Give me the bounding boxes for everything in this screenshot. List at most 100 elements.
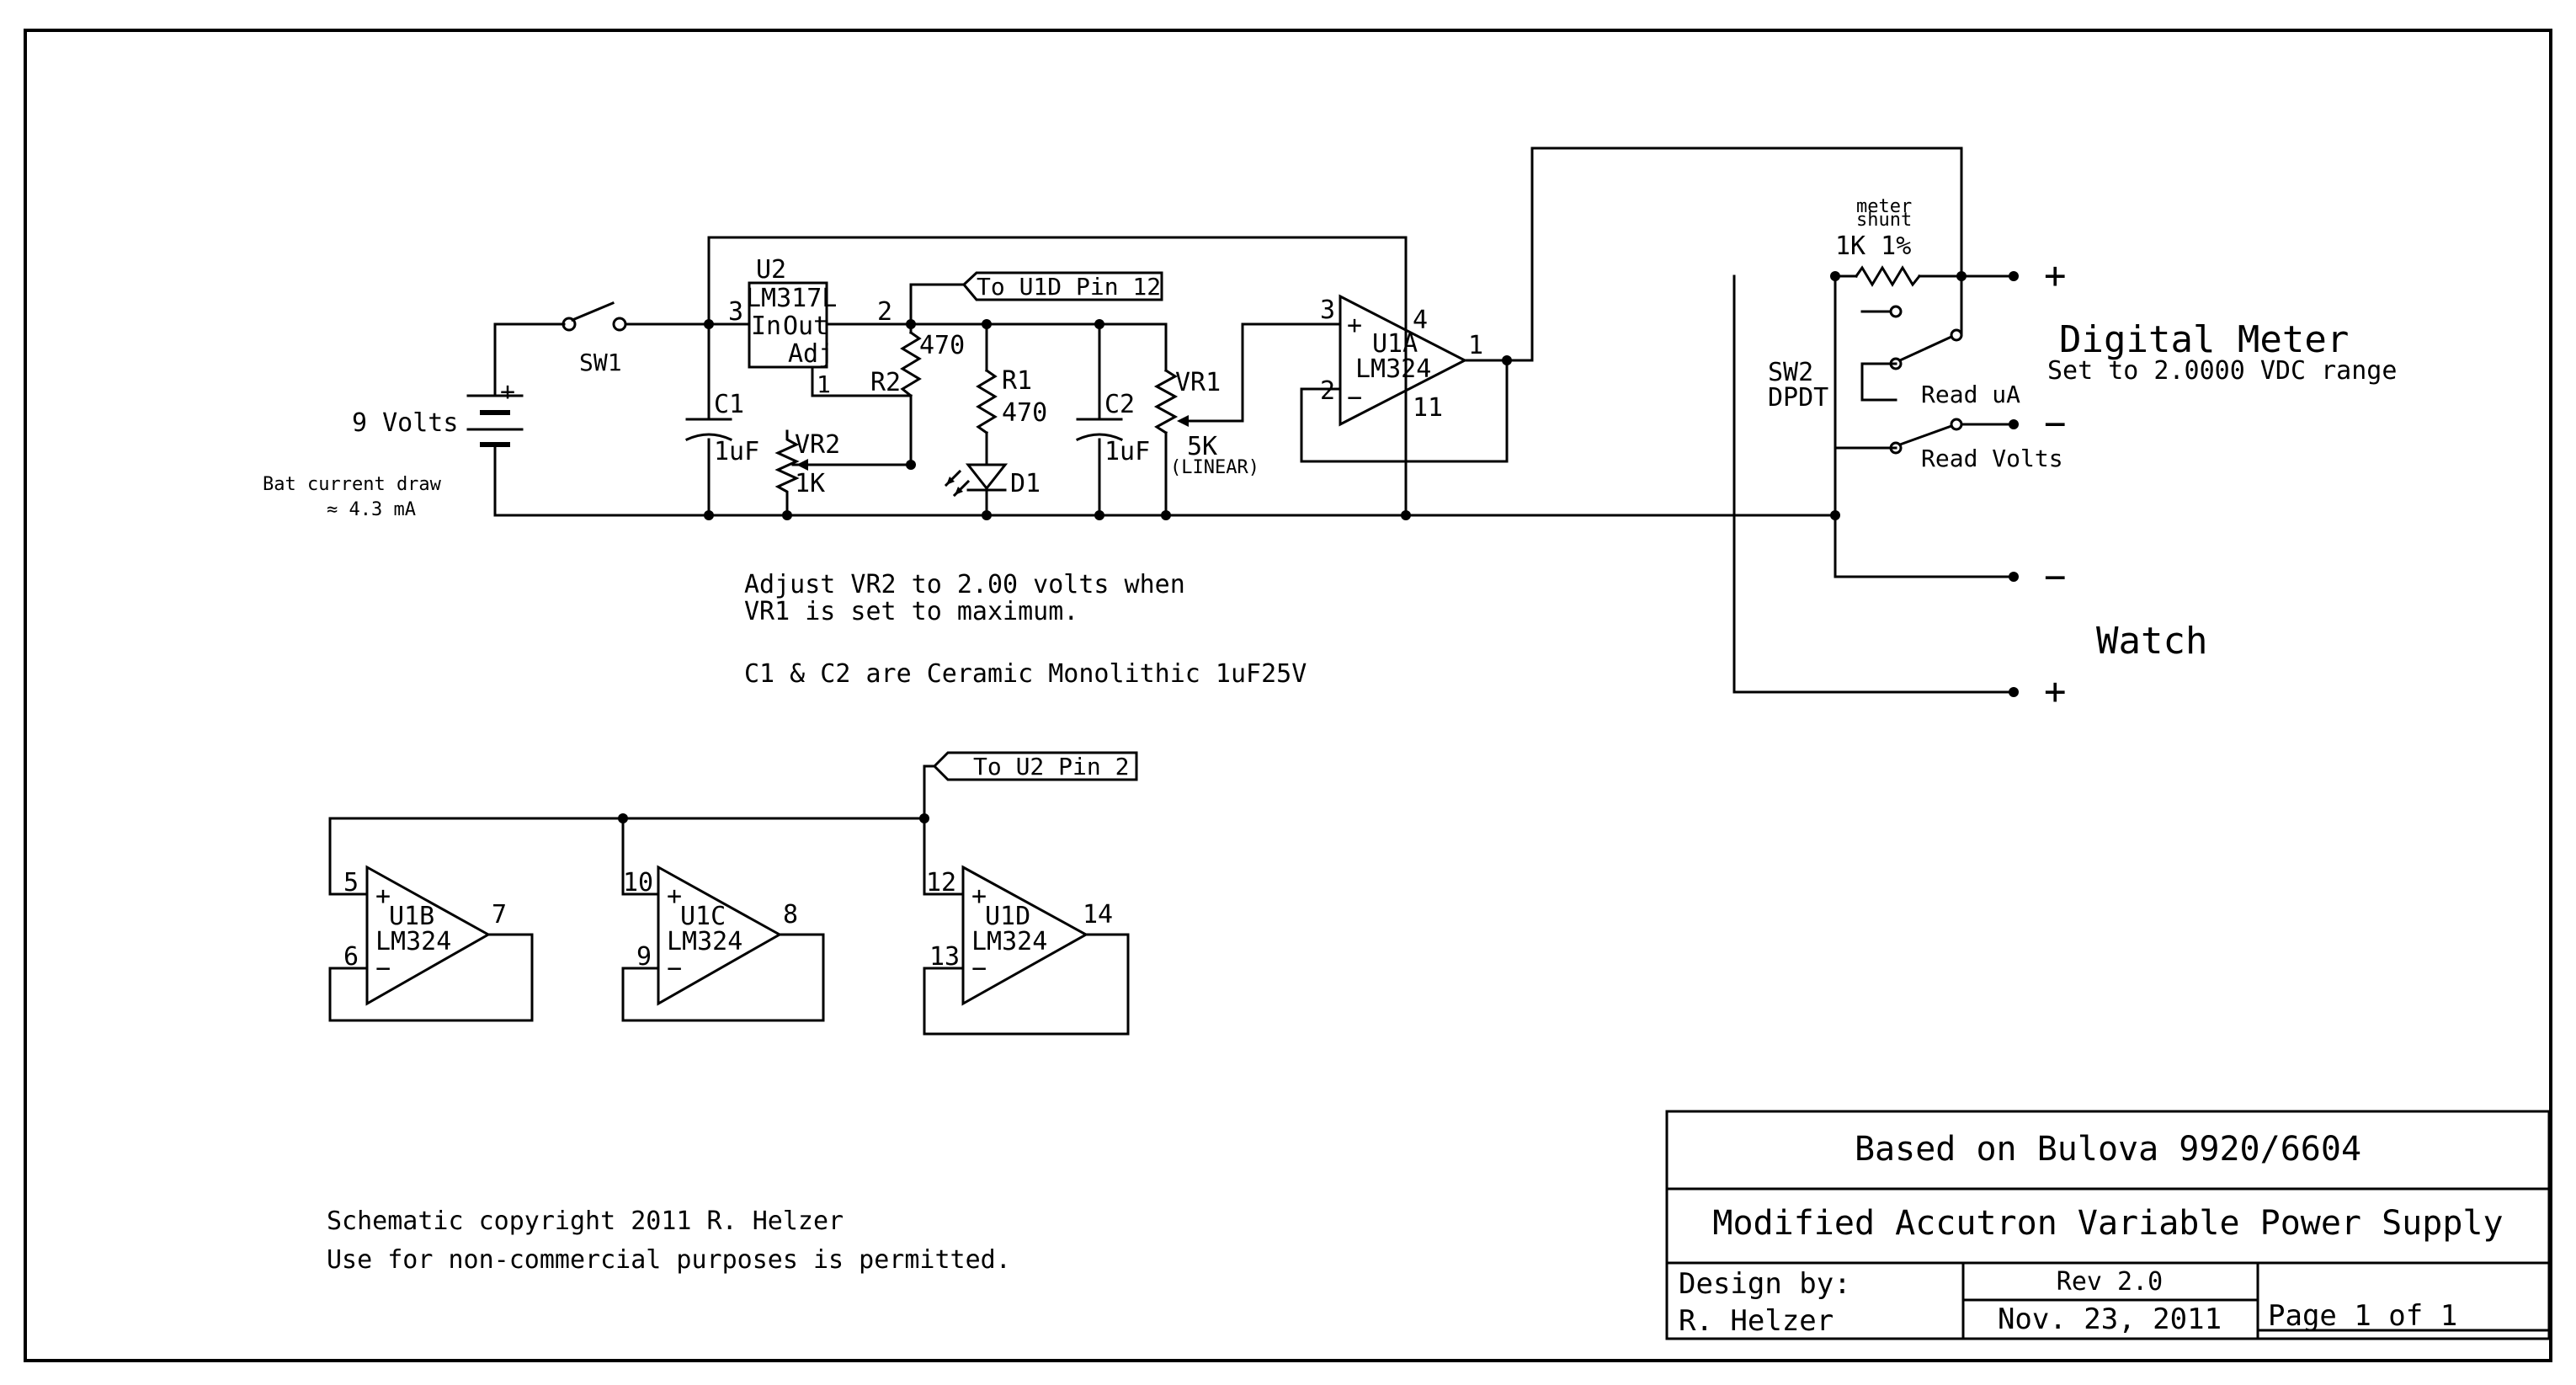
junction-opamps-1 xyxy=(618,813,628,823)
shunt-value: 1K 1% xyxy=(1835,232,1911,261)
u2-pin-out: 2 xyxy=(877,297,892,327)
u1c-opamp xyxy=(657,865,783,1006)
battery-voltage-label: 9 Volts xyxy=(352,408,458,438)
meter-title: Digital Meter xyxy=(2059,318,2349,361)
u1a-name: U1A xyxy=(1372,329,1418,359)
c2-name: C2 xyxy=(1104,390,1135,419)
u1c-part: LM324 xyxy=(667,927,742,956)
u1d-minus-sign: − xyxy=(971,954,987,983)
shunt-label-2: shunt xyxy=(1856,210,1912,231)
u1b-pin-plus: 5 xyxy=(343,868,359,898)
vr2-name: VR2 xyxy=(795,430,840,460)
vr1-value: 5K xyxy=(1187,432,1217,461)
meter-minus: − xyxy=(2044,402,2067,445)
drawing-border xyxy=(24,29,2552,1362)
title-block-rev: Rev 2.0 xyxy=(2057,1267,2163,1297)
r2-value: 470 xyxy=(919,331,965,360)
u2-pin-in: 3 xyxy=(728,297,743,327)
title-block-based-on: Based on Bulova 9920/6604 xyxy=(1855,1130,2361,1169)
copyright-line-1: Schematic copyright 2011 R. Helzer xyxy=(327,1207,844,1236)
u1c-plus-sign: + xyxy=(667,882,682,911)
u2-part: LM317L xyxy=(746,284,837,313)
u1a-part: LM324 xyxy=(1355,354,1431,384)
u1a-pin-gnd: 11 xyxy=(1413,393,1443,423)
u2-adj-label: Adj xyxy=(788,339,833,369)
title-block-page: Page 1 of 1 xyxy=(2268,1299,2457,1333)
u1b-name: U1B xyxy=(389,902,434,931)
vr1-name: VR1 xyxy=(1175,368,1221,397)
u1a-pin-minus: 2 xyxy=(1320,376,1335,406)
u1b-part: LM324 xyxy=(375,927,451,956)
u1a-minus-sign: − xyxy=(1347,383,1362,413)
r2-name: R2 xyxy=(870,368,901,397)
off-page-label-u2: To U2 Pin 2 xyxy=(973,753,1129,780)
c1-name: C1 xyxy=(714,390,744,419)
watch-title: Watch xyxy=(2096,620,2207,663)
title-block-date: Nov. 23, 2011 xyxy=(1998,1302,2222,1336)
u1c-name: U1C xyxy=(680,902,726,931)
u1d-pin-out: 14 xyxy=(1083,900,1113,930)
sw2-pos-a: Read uA xyxy=(1921,381,2020,408)
u1a-opamp xyxy=(1339,294,1468,427)
title-block xyxy=(1665,1110,2551,1340)
u2-pin-adj: 1 xyxy=(817,370,831,398)
u2-regulator xyxy=(748,281,828,369)
title-block-title: Modified Accutron Variable Power Supply xyxy=(1712,1204,2503,1243)
sw2-type: DPDT xyxy=(1768,383,1828,413)
battery-plus-label: + xyxy=(500,377,515,407)
sw2-pos-b: Read Volts xyxy=(1921,445,2063,472)
battery-current-label: Bat current draw xyxy=(263,474,442,495)
unused-opamp-wiring xyxy=(328,764,1130,1036)
shunt-label-1: meter xyxy=(1856,196,1912,217)
junctions xyxy=(704,271,2019,697)
d1-label: D1 xyxy=(1010,469,1041,498)
wiring xyxy=(493,146,2015,694)
junction-opamps-2 xyxy=(919,813,929,823)
u1d-part: LM324 xyxy=(971,927,1047,956)
u1a-pin-out: 1 xyxy=(1468,331,1483,360)
u1b-opamp xyxy=(365,865,492,1006)
c1-value: 1uF xyxy=(714,437,759,466)
title-block-design-by-label: Design by: xyxy=(1679,1267,1851,1301)
note-line-2: VR1 is set to maximum. xyxy=(744,597,1078,626)
battery xyxy=(466,322,524,517)
u2-in-label: In xyxy=(751,312,781,341)
copyright-line-2: Use for non-commercial purposes is permi… xyxy=(327,1245,1011,1275)
u1c-minus-sign: − xyxy=(667,954,682,983)
meter-subtitle: Set to 2.0000 VDC range xyxy=(2047,356,2397,386)
vr1-note: (LINEAR) xyxy=(1170,457,1259,478)
watch-minus: − xyxy=(2044,556,2067,599)
u2-out-label: Out xyxy=(783,312,828,341)
note-line-3: C1 & C2 are Ceramic Monolithic 1uF25V xyxy=(744,659,1307,689)
u1c-pin-plus: 10 xyxy=(623,868,653,898)
c2-value: 1uF xyxy=(1104,437,1150,466)
u1b-pin-minus: 6 xyxy=(343,942,359,972)
r1-value: 470 xyxy=(1002,398,1047,428)
u1d-pin-plus: 12 xyxy=(926,868,956,898)
sw2-name: SW2 xyxy=(1768,358,1813,387)
u1a-pin-vcc: 4 xyxy=(1413,306,1428,335)
u1b-pin-out: 7 xyxy=(492,900,507,930)
u1a-pin-plus: 3 xyxy=(1320,296,1335,325)
vr2-value: 1K xyxy=(795,469,825,498)
off-page-connector-u1d xyxy=(961,271,1163,301)
u1d-name: U1D xyxy=(985,902,1030,931)
title-block-designer: R. Helzer xyxy=(1679,1304,1834,1338)
u1d-plus-sign: + xyxy=(971,882,987,911)
note-line-1: Adjust VR2 to 2.00 volts when xyxy=(744,570,1185,599)
u1b-minus-sign: − xyxy=(375,954,391,983)
u1b-plus-sign: + xyxy=(375,882,391,911)
u2-name: U2 xyxy=(756,255,786,285)
u1c-pin-minus: 9 xyxy=(636,942,652,972)
r1-name: R1 xyxy=(1002,366,1032,396)
sw1-label: SW1 xyxy=(579,349,622,376)
u1c-pin-out: 8 xyxy=(783,900,798,930)
off-page-label-u1d: To U1D Pin 12 xyxy=(977,273,1161,301)
sw1-switch xyxy=(493,301,711,332)
meter-plus: + xyxy=(2044,254,2067,297)
u1d-pin-minus: 13 xyxy=(929,942,960,972)
battery-current-value: ≈ 4.3 mA xyxy=(327,499,416,520)
off-page-connector-u2 xyxy=(932,751,1138,781)
u1a-plus-sign: + xyxy=(1347,311,1362,340)
